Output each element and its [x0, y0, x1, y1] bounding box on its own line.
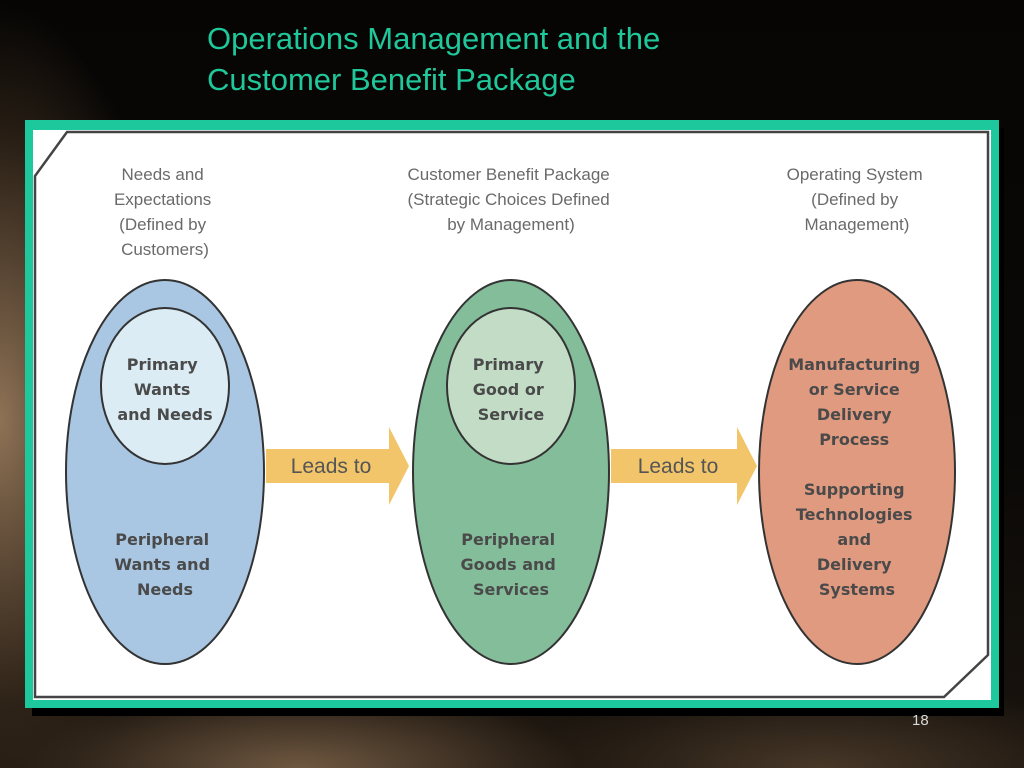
- label-line: Wants and: [114, 555, 210, 574]
- heading-line: Customer Benefit Package: [408, 165, 610, 184]
- needs-expectations-ellipse: Primary Wants and Needs Peripheral Wants…: [65, 279, 265, 665]
- inner-circle-primary-good: [446, 307, 576, 465]
- column-heading-customer-benefit-package: Customer Benefit Package (Strategic Choi…: [408, 165, 615, 234]
- heading-line: (Strategic Choices Defined: [408, 190, 610, 209]
- label-line: or Service: [809, 380, 900, 399]
- figure-frame: Needs and Expectations (Defined by Custo…: [25, 120, 999, 708]
- label-line: Services: [473, 580, 549, 599]
- heading-line: (Defined by: [811, 190, 898, 209]
- label-line: Primary: [473, 355, 544, 374]
- label-line: and: [837, 530, 871, 549]
- column-heading-needs-expectations: Needs and Expectations (Defined by Custo…: [114, 165, 216, 259]
- label-line: Good or: [473, 380, 544, 399]
- label-line: Peripheral: [461, 530, 555, 549]
- heading-line: Management): [805, 215, 910, 234]
- arrow-shape: [611, 427, 757, 505]
- label-line: Systems: [819, 580, 895, 599]
- outer-ellipse-orange: [758, 279, 956, 665]
- figure-bevel-border: [33, 130, 990, 699]
- peripheral-goods-label: Peripheral Goods and Services: [461, 530, 562, 599]
- operating-system-ellipse: Manufacturing or Service Delivery Proces…: [758, 279, 956, 665]
- arrow-label: Leads to: [291, 455, 372, 478]
- slide-title-line-1: Operations Management and the: [207, 21, 661, 56]
- label-line: Manufacturing: [788, 355, 920, 374]
- arrow-label: Leads to: [638, 455, 719, 478]
- label-line: and Needs: [117, 405, 212, 424]
- operating-system-label: Manufacturing or Service Delivery Proces…: [788, 355, 926, 599]
- figure-panel: Needs and Expectations (Defined by Custo…: [33, 130, 991, 700]
- primary-good-label: Primary Good or Service: [473, 355, 550, 424]
- label-line: Delivery: [817, 405, 892, 424]
- label-line: Wants: [134, 380, 190, 399]
- heading-line: (Defined by: [119, 215, 206, 234]
- leads-to-arrow-2: Leads to: [611, 427, 757, 505]
- label-line: Needs: [137, 580, 193, 599]
- heading-line: Expectations: [114, 190, 211, 209]
- heading-line: Customers): [121, 240, 209, 259]
- column-heading-operating-system: Operating System (Defined by Management): [787, 165, 928, 234]
- label-line: Service: [478, 405, 545, 424]
- label-line: Primary: [127, 355, 198, 374]
- peripheral-wants-label: Peripheral Wants and Needs: [114, 530, 215, 599]
- label-line: Peripheral: [115, 530, 209, 549]
- slide-title-line-2: Customer Benefit Package: [207, 62, 576, 97]
- slide-title: Operations Management and the Customer B…: [207, 18, 660, 100]
- label-line: Process: [819, 430, 889, 449]
- arrow-shape: [266, 427, 409, 505]
- label-line: Supporting: [804, 480, 905, 499]
- heading-line: Operating System: [787, 165, 923, 184]
- leads-to-arrow-1: Leads to: [266, 427, 409, 505]
- heading-line: Needs and: [122, 165, 204, 184]
- slide-number: 18: [912, 712, 929, 729]
- customer-benefit-package-ellipse: Primary Good or Service Peripheral Goods…: [412, 279, 610, 665]
- label-line: Goods and: [461, 555, 556, 574]
- inner-circle-primary-wants: [100, 307, 230, 465]
- customer-benefit-package-diagram: Needs and Expectations (Defined by Custo…: [33, 130, 990, 699]
- primary-wants-label: Primary Wants and Needs: [117, 355, 212, 424]
- label-line: Delivery: [817, 555, 892, 574]
- label-line: Technologies: [796, 505, 913, 524]
- heading-line: by Management): [447, 215, 575, 234]
